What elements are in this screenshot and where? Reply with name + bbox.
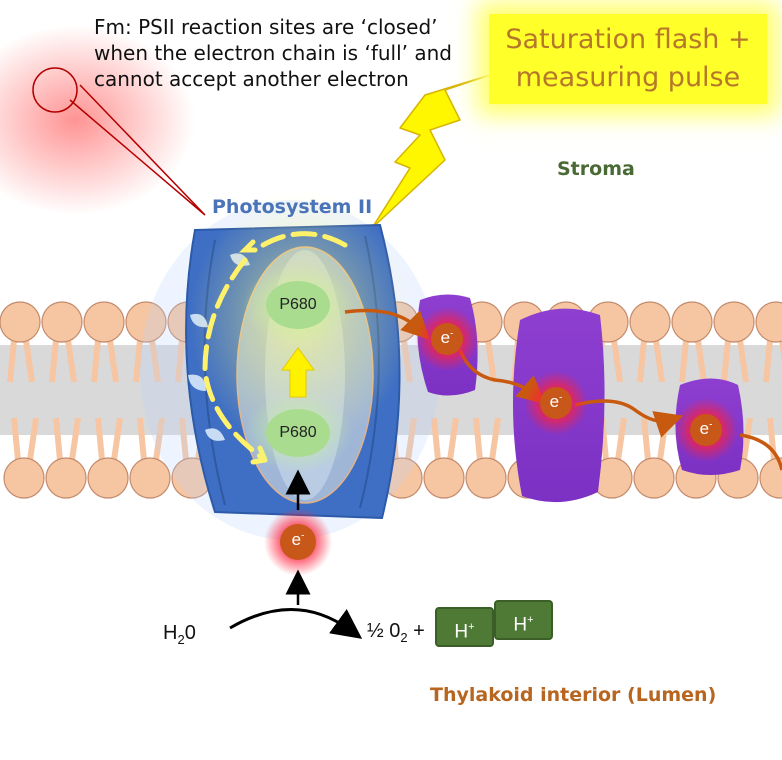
excitation-arrow — [281, 347, 315, 398]
lipid — [87, 417, 129, 499]
p680-bottom — [243, 393, 353, 473]
water-label: H20 — [163, 622, 196, 647]
electron-4 — [264, 508, 332, 576]
electron-1 — [415, 307, 479, 371]
lipid — [83, 301, 125, 383]
fm-caption: Fm: PSII reaction sites are ‘closed’ whe… — [94, 14, 494, 92]
lipid — [3, 417, 45, 499]
caption-line-1: Fm: PSII reaction sites are ‘closed’ — [94, 15, 438, 39]
flash-line-2: measuring pulse — [515, 62, 741, 93]
lipid — [45, 417, 87, 499]
water-split-arrow — [229, 608, 363, 639]
lightning-bolt-icon — [371, 74, 491, 229]
electron-2-label: e- — [549, 392, 563, 411]
lipid — [129, 417, 171, 499]
lipid — [629, 301, 671, 383]
p680-bottom-label: P680 — [279, 424, 317, 441]
lipid — [465, 417, 507, 499]
oxygen-label: ½ 02 + — [367, 620, 425, 645]
photosystem-label: Photosystem II — [212, 196, 373, 218]
flash-line-1: Saturation flash + — [505, 24, 751, 55]
electron-1-label: e- — [440, 328, 454, 347]
caption-line-3: cannot accept another electron — [94, 67, 409, 91]
electron-4-label: e- — [291, 530, 305, 549]
lamp-icon — [0, 25, 206, 216]
lipid — [755, 301, 782, 383]
lipid — [0, 301, 41, 383]
saturation-flash-label: Saturation flash + measuring pulse — [489, 14, 767, 104]
stroma-label: Stroma — [557, 158, 635, 180]
lipid — [125, 301, 167, 383]
electron-3-label: e- — [699, 419, 713, 438]
lumen-label: Thylakoid interior (Lumen) — [430, 684, 717, 706]
proton-badge-1: H+ — [435, 607, 494, 647]
electron-2 — [524, 371, 588, 435]
p680-top — [243, 265, 353, 345]
lipid — [713, 301, 755, 383]
p680-top-label: P680 — [279, 296, 317, 313]
proton-badge-2: H+ — [494, 600, 553, 640]
lipid — [423, 417, 465, 499]
lipid — [41, 301, 83, 383]
lipid — [671, 301, 713, 383]
caption-line-2: when the electron chain is ‘full’ and — [94, 41, 452, 65]
electron-3 — [674, 398, 738, 462]
